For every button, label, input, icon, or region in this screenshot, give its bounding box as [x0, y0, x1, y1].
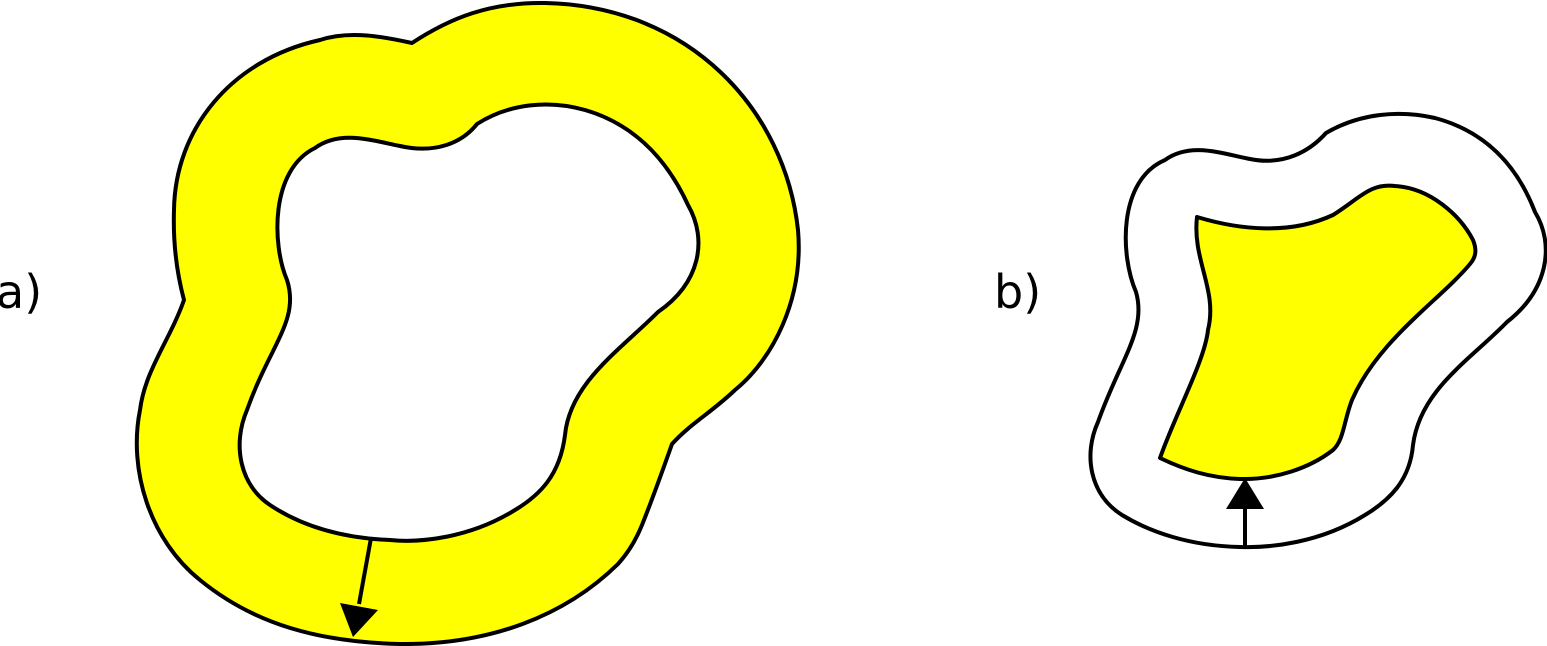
panel-a-arrow-head	[340, 603, 378, 637]
panel-a-arrow-shaft	[357, 537, 373, 605]
panel-a-offset-ring	[134, 0, 801, 646]
panel-b-inward-arrow	[1226, 478, 1264, 547]
panel-a-outward-arrow	[340, 537, 378, 637]
panel-b: b)	[994, 111, 1547, 550]
panel-b-label: b)	[994, 265, 1041, 319]
panel-a: a)	[0, 0, 801, 646]
panel-a-label: a)	[0, 265, 42, 319]
panel-b-shrunk-region	[1158, 183, 1478, 482]
panel-b-arrow-head	[1226, 478, 1264, 509]
